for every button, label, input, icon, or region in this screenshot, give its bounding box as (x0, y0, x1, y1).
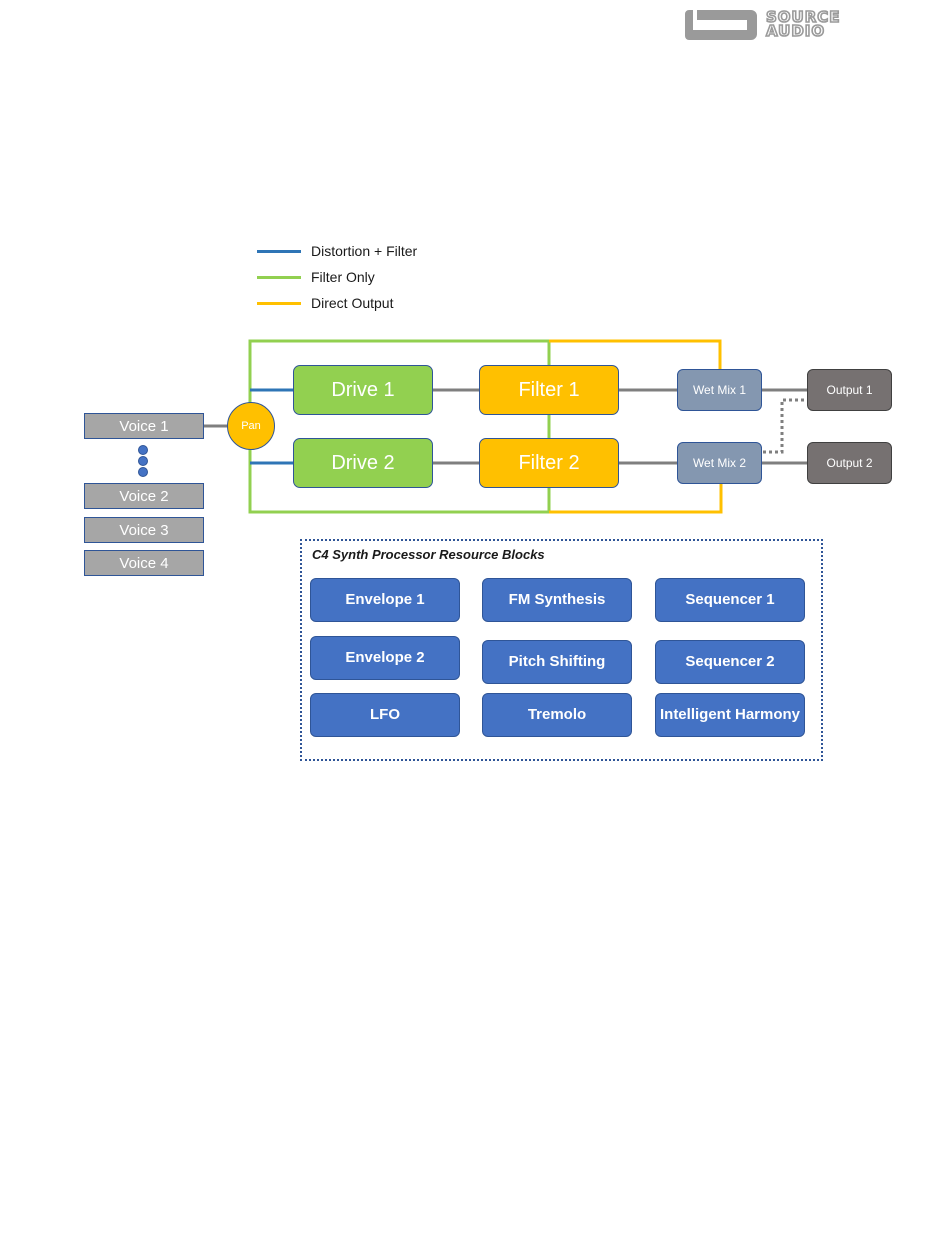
legend-label: Distortion + Filter (311, 243, 418, 259)
logo-line-1: SOURCE (765, 8, 841, 26)
legend-item-direct-output: Direct Output (257, 290, 417, 316)
resource-block: Envelope 1 (310, 578, 460, 622)
resource-block: Intelligent Harmony (655, 693, 805, 737)
ellipsis-dot (138, 456, 148, 466)
filter-2-block: Filter 2 (479, 438, 619, 488)
logo-line-2: AUDIO (765, 22, 826, 40)
filter-1-block: Filter 1 (479, 365, 619, 415)
legend-swatch (257, 301, 301, 305)
wet-mix-2-block: Wet Mix 2 (677, 442, 762, 484)
source-audio-logo: SOURCE AUDIO (683, 8, 883, 46)
voice-2: Voice 2 (84, 483, 204, 509)
resource-block: Tremolo (482, 693, 632, 737)
logo-s-mark-icon (685, 10, 757, 40)
output-2-block: Output 2 (807, 442, 892, 484)
ellipsis-dot (138, 445, 148, 455)
direct-output-path-top (549, 339, 722, 370)
legend-item-distortion-filter: Distortion + Filter (257, 238, 417, 264)
wet2-to-output1-dotted-wire (763, 398, 807, 454)
direct-output-path-bottom (549, 484, 723, 514)
resource-block: LFO (310, 693, 460, 737)
resource-block: FM Synthesis (482, 578, 632, 622)
legend-swatch (257, 275, 301, 279)
voice-1: Voice 1 (84, 413, 204, 439)
legend: Distortion + Filter Filter Only Direct O… (257, 238, 417, 316)
voice-3: Voice 3 (84, 517, 204, 543)
legend-item-filter-only: Filter Only (257, 264, 417, 290)
legend-label: Direct Output (311, 295, 394, 311)
logo-wordmark: SOURCE AUDIO (765, 8, 841, 40)
resource-blocks-panel: C4 Synth Processor Resource Blocks Envel… (300, 539, 823, 761)
voice-4: Voice 4 (84, 550, 204, 576)
signal-flow-diagram: Voice 1 Voice 2 Voice 3 Voice 4 Pan Driv… (84, 339, 892, 576)
signal-wires (204, 339, 807, 514)
resource-blocks-title: C4 Synth Processor Resource Blocks (312, 547, 545, 562)
resource-block: Sequencer 2 (655, 640, 805, 684)
resource-block: Sequencer 1 (655, 578, 805, 622)
output-1-block: Output 1 (807, 369, 892, 411)
pan-node: Pan (227, 402, 275, 450)
resource-block: Pitch Shifting (482, 640, 632, 684)
wet-mix-1-block: Wet Mix 1 (677, 369, 762, 411)
drive-1-block: Drive 1 (293, 365, 433, 415)
drive-2-block: Drive 2 (293, 438, 433, 488)
filter-only-path (248, 339, 551, 514)
legend-label: Filter Only (311, 269, 375, 285)
resource-block: Envelope 2 (310, 636, 460, 680)
legend-swatch (257, 249, 301, 253)
ellipsis-dot (138, 467, 148, 477)
